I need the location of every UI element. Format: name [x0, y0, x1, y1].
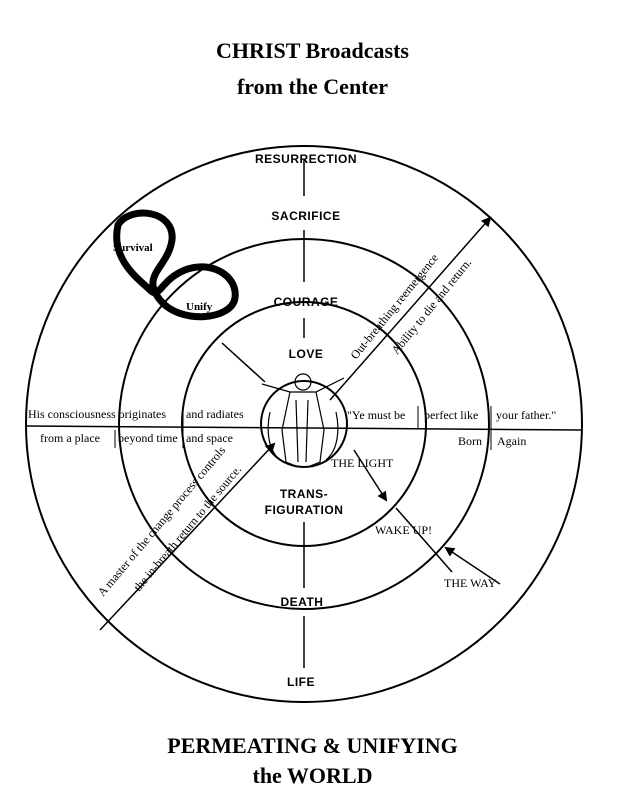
label-life: LIFE [287, 675, 315, 689]
christ-figure-icon [261, 373, 345, 467]
ring-outer [25, 145, 583, 703]
title-line-1: CHRIST Broadcasts [216, 38, 409, 63]
left-row1-a: His consciousness originates [28, 407, 166, 421]
label-resurrection: RESURRECTION [255, 152, 357, 166]
path-arrow-light [353, 449, 388, 502]
label-sacrifice: SACRIFICE [271, 209, 340, 223]
path-arrow-way [444, 546, 501, 585]
label-wake-up: WAKE UP! [375, 523, 432, 537]
right-row1-a: "Ye must be [347, 408, 405, 422]
infinity-icon [113, 209, 239, 321]
left-row2-c: and space [186, 431, 233, 445]
title-line-2: from the Center [236, 74, 389, 99]
label-love: LOVE [289, 347, 324, 361]
path-arrow-wakeup [395, 507, 453, 573]
bottom-title-line-1: PERMEATING & UNIFYING [167, 733, 458, 758]
label-transfiguration-2: FIGURATION [265, 503, 344, 517]
left-row1-b: and radiates [186, 407, 244, 421]
right-row2-a: Born [458, 434, 482, 448]
label-the-way: THE WAY [444, 576, 497, 590]
label-transfiguration-1: TRANS- [280, 487, 328, 501]
horizontal-axis [25, 425, 583, 431]
bottom-title-line-2: the WORLD [252, 763, 373, 788]
ring-inner [260, 380, 348, 468]
right-row2-b: Again [497, 434, 526, 448]
diag-lower-line1: A master of the change process controls [95, 443, 229, 599]
label-unify: Unify [186, 301, 213, 313]
right-row1-c: your father." [496, 408, 556, 422]
label-courage: COURAGE [274, 295, 339, 309]
right-row1-b: perfect like [424, 408, 478, 422]
radial-tick-upper-left [221, 342, 266, 383]
left-row2-a: from a place [40, 431, 100, 445]
label-survival: Survival [113, 242, 153, 254]
diagonal-arrow-upper [329, 216, 492, 401]
label-the-light: THE LIGHT [331, 456, 394, 470]
left-row2-b: beyond time [118, 431, 178, 445]
label-death: DEATH [281, 595, 324, 609]
diagonal-arrow-lower [99, 442, 276, 631]
